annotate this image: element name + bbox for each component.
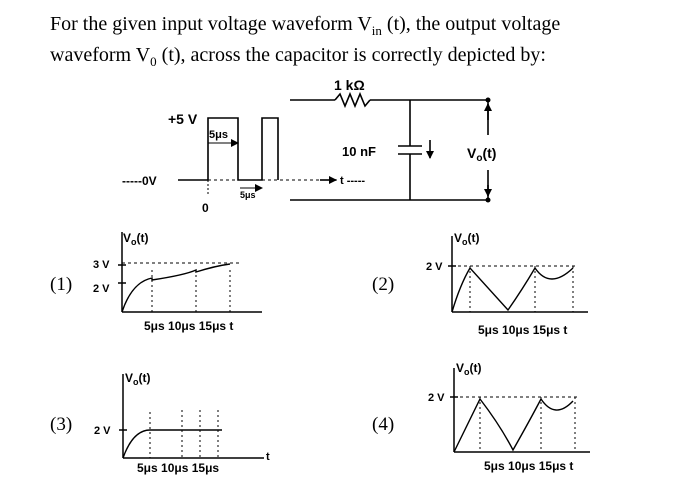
option-vo-label: Vo(t)	[456, 361, 482, 377]
option-number: (3)	[50, 414, 72, 435]
option-vo-label: Vo(t)	[123, 231, 149, 247]
option-1[interactable]: (1) Vo(t) 3 V 2 V 5μs 10μs 15μs t	[50, 231, 262, 333]
option-level: 2 V	[426, 261, 443, 273]
label-gap: 5μs	[240, 190, 256, 200]
question-line-2: waveform V0 (t), across the capacitor is…	[50, 44, 546, 69]
question-line-1: For the given input voltage waveform Vin…	[50, 13, 561, 38]
option-number: (4)	[372, 414, 394, 435]
option-level: 2 V	[94, 425, 111, 437]
label-origin: 0	[202, 201, 209, 215]
resistor-symbol	[334, 91, 371, 109]
label-vo-circuit: Vo(t)	[467, 145, 496, 164]
circuit	[178, 91, 492, 201]
option-2-waveform	[451, 266, 574, 313]
option-number: (2)	[372, 274, 394, 295]
option-ticks: 5μs 10μs 15μs t	[478, 323, 567, 337]
label-zero-volt: -----0V	[122, 174, 157, 188]
option-2[interactable]: (2) Vo(t) 2 V 5μs 10μs 15μs t	[372, 231, 588, 337]
label-resistor: 1 kΩ	[334, 77, 365, 93]
option-3-waveform	[122, 429, 222, 459]
option-level: 2 V	[428, 392, 445, 404]
label-t-arrow: t -----	[340, 175, 365, 187]
option-level-high: 3 V	[93, 259, 110, 271]
question-text: For the given input voltage waveform Vin…	[50, 12, 670, 74]
option-level-low: 2 V	[93, 283, 110, 295]
option-ticks: 5μs 10μs 15μs t	[484, 459, 573, 473]
option-ticks: 5μs 10μs 15μs t	[144, 319, 233, 333]
input-waveform	[178, 117, 279, 181]
option-ticks: 5μs 10μs 15μs	[137, 461, 219, 475]
option-4-waveform	[453, 397, 574, 453]
option-vo-label: Vo(t)	[454, 231, 480, 247]
label-pulse-width: 5μs	[209, 129, 228, 141]
option-3[interactable]: (3) Vo(t) 2 V t 5μs 10μs 15μs	[50, 371, 270, 475]
label-plus5v: +5 V	[168, 111, 198, 127]
option-4[interactable]: (4) Vo(t) 2 V 5μs 10μs 15μs t	[372, 361, 590, 473]
option-t-label: t	[266, 451, 270, 463]
label-capacitor: 10 nF	[342, 144, 376, 159]
option-1-waveform	[121, 263, 231, 313]
option-vo-label: Vo(t)	[125, 371, 151, 387]
option-number: (1)	[50, 274, 72, 295]
